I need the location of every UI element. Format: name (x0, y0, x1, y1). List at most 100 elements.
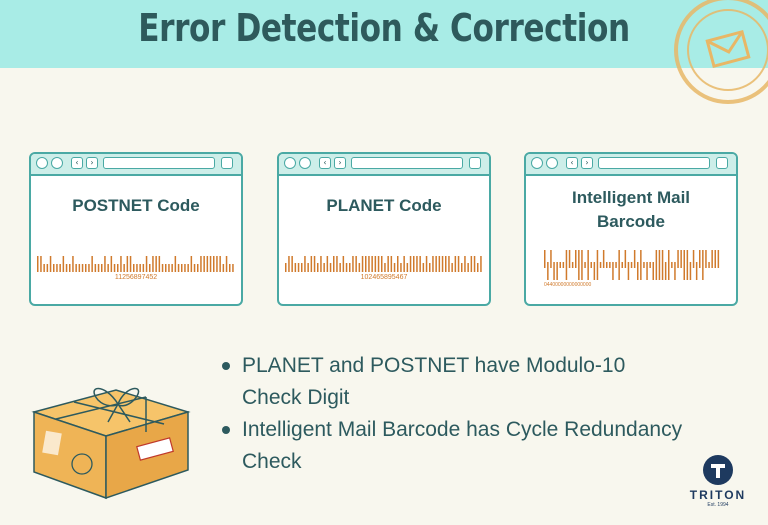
barcode-bar (304, 256, 306, 272)
barcode-bar (683, 250, 685, 280)
bullet-text: PLANET and POSTNET have Modulo-10 Check … (242, 354, 626, 409)
barcode-bar (602, 250, 605, 268)
intelligent-mail-window: ‹ › Intelligent Mail Barcode 04400000000… (524, 152, 738, 306)
barcode-bar (596, 250, 599, 280)
bullet-list: PLANET and POSTNET have Modulo-10 Check … (220, 350, 690, 478)
barcode-bar (658, 250, 661, 280)
barcode-bar (587, 250, 589, 280)
barcode-bar (320, 256, 322, 272)
barcode-bar (556, 262, 558, 280)
barcode-bar (416, 256, 418, 272)
barcode-bar (618, 250, 620, 280)
barcode-bar (480, 256, 482, 272)
barcode-bar (342, 256, 345, 272)
barcode-bar (177, 264, 180, 272)
window-dot (546, 157, 558, 169)
barcode-bar (129, 256, 132, 272)
barcode-bar (216, 256, 218, 272)
barcode-bar (646, 262, 648, 280)
barcode-bar (361, 256, 364, 272)
barcode-bar (158, 256, 161, 272)
barcode-bar (187, 264, 189, 272)
postnet-window: ‹ › POSTNET Code 11256897452 (29, 152, 243, 306)
barcode-bar (377, 256, 380, 272)
window-toolbar: ‹ › (31, 154, 241, 176)
address-bar (103, 157, 215, 169)
barcode-bar (575, 250, 577, 268)
barcode-bar (717, 250, 720, 268)
barcode-bar (606, 262, 608, 268)
barcode-bar (104, 256, 106, 272)
barcode-bar (213, 256, 215, 272)
barcode-bar (323, 263, 325, 272)
barcode-bar (671, 262, 673, 268)
barcode-bar (113, 264, 116, 272)
window-button (716, 157, 728, 169)
barcode-bar (133, 264, 135, 272)
barcode-bar (229, 264, 231, 272)
barcode-bar (168, 264, 170, 272)
bullet-item: Intelligent Mail Barcode has Cycle Redun… (220, 414, 690, 478)
barcode-bar (94, 264, 97, 272)
barcode-bar (714, 250, 716, 268)
barcode-bar (326, 256, 329, 272)
barcode-bar (425, 256, 428, 272)
barcode-bar (75, 264, 77, 272)
barcode-bar (615, 262, 617, 268)
barcode-bar (349, 263, 351, 272)
barcode-bar (43, 264, 45, 272)
barcode-bar (470, 256, 473, 272)
barcode-bar (621, 262, 623, 268)
barcode-bar (689, 262, 692, 280)
barcode-bar (171, 264, 173, 272)
window-button (469, 157, 481, 169)
barcode-bar (107, 264, 109, 272)
forward-icon: › (86, 157, 98, 169)
barcode-bar (161, 264, 164, 272)
postal-stamp-icon (674, 0, 768, 104)
bullet-item: PLANET and POSTNET have Modulo-10 Check … (220, 350, 690, 414)
planet-window: ‹ › PLANET Code 102465895467 (277, 152, 491, 306)
barcode-bar (65, 264, 68, 272)
address-bar (598, 157, 710, 169)
barcode-bar (336, 256, 338, 272)
barcode-bar (649, 262, 651, 268)
barcode-bar (120, 256, 122, 272)
window-dot (36, 157, 48, 169)
barcode-bar (381, 256, 383, 272)
barcode-bar (46, 264, 49, 272)
barcode-bar (49, 256, 52, 272)
barcode-bar (627, 262, 630, 280)
barcode-bar (699, 250, 701, 268)
barcode-bar (145, 256, 148, 272)
barcode-bar (307, 263, 309, 272)
barcode-bar (441, 256, 444, 272)
forward-icon: › (581, 157, 593, 169)
barcode-bar (165, 264, 167, 272)
triton-logo: TRITON Est. 1994 (688, 455, 748, 517)
barcode-bar (72, 256, 74, 272)
barcode-bar (387, 256, 389, 272)
barcode-bar (708, 262, 710, 268)
barcode-bar (126, 256, 129, 272)
barcode-bar (562, 262, 565, 268)
header-banner (0, 0, 768, 68)
barcode-bar (432, 256, 434, 272)
barcode-bar (702, 250, 704, 280)
barcode-bar (668, 250, 670, 280)
barcode-bar (550, 250, 552, 268)
back-icon: ‹ (319, 157, 331, 169)
barcode-bar (197, 264, 199, 272)
barcode-bar (578, 250, 580, 280)
barcode-bar (225, 256, 228, 272)
barcode-bar (371, 256, 373, 272)
barcode-bar (454, 256, 457, 272)
logo-est: Est. 1994 (707, 502, 729, 508)
window-toolbar: ‹ › (279, 154, 489, 176)
barcode-bar (345, 263, 348, 272)
barcode-bar (155, 256, 157, 272)
barcode-bar (397, 256, 399, 272)
barcode-bar (464, 256, 466, 272)
barcode-bar (637, 262, 639, 280)
barcode-bar (643, 262, 645, 268)
